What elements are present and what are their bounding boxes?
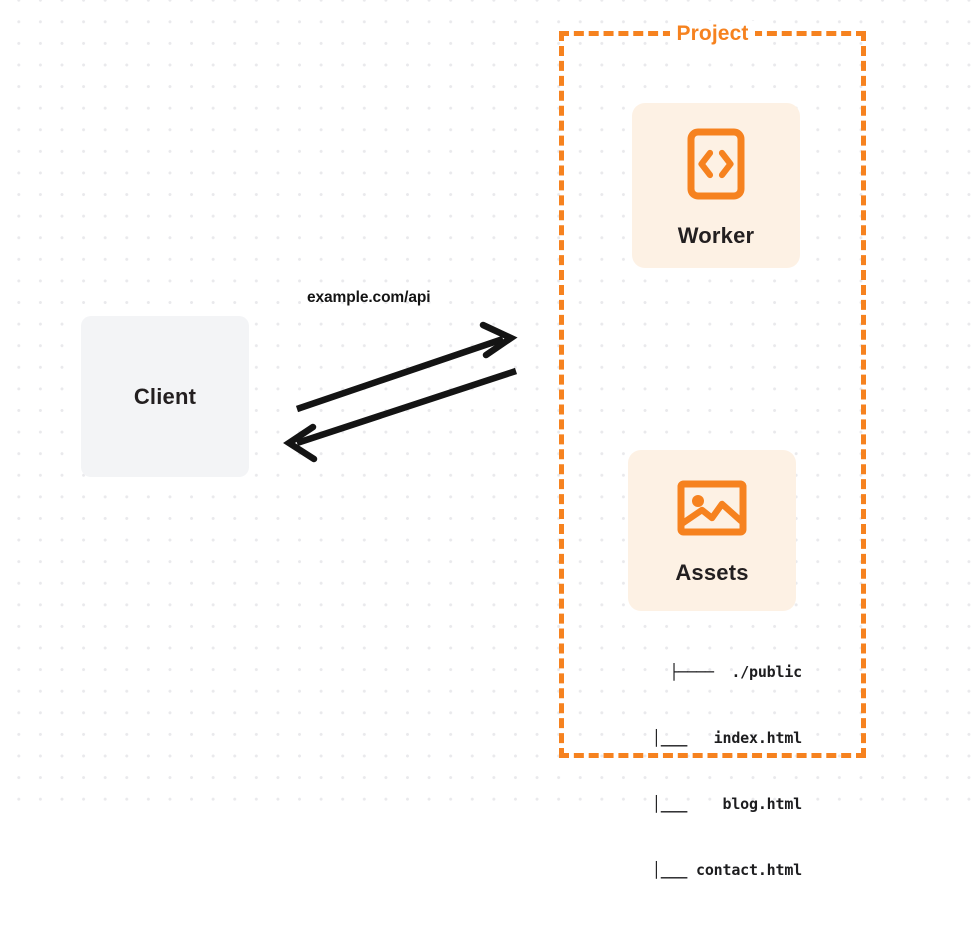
node-worker-label: Worker bbox=[677, 223, 755, 248]
node-client-label: Client bbox=[133, 383, 197, 409]
assets-file-tree: ├──── ./public │___ index.html │___ blog… bbox=[600, 617, 802, 925]
node-worker[interactable]: Worker bbox=[632, 103, 800, 268]
arrow-client-to-project bbox=[295, 321, 518, 413]
node-assets[interactable]: Assets bbox=[628, 450, 796, 611]
file-tree-row: │___ blog.html bbox=[625, 795, 802, 813]
node-client[interactable]: Client bbox=[81, 316, 249, 477]
file-tree-row: │___ index.html bbox=[625, 729, 802, 747]
file-tree-row: │___ contact.html bbox=[625, 861, 802, 879]
node-assets-label: Assets bbox=[675, 560, 749, 585]
project-label: Project bbox=[669, 21, 756, 47]
file-tree-row: ├──── ./public bbox=[669, 663, 803, 681]
edge-label-example-api: example.com/api bbox=[307, 289, 431, 306]
diagram-canvas: example.com/api Client Project Worker bbox=[0, 0, 980, 879]
code-brackets-icon bbox=[687, 128, 745, 205]
project-label-wrap: Project bbox=[564, 21, 861, 47]
image-icon bbox=[677, 479, 747, 542]
arrow-project-to-client bbox=[283, 367, 518, 463]
